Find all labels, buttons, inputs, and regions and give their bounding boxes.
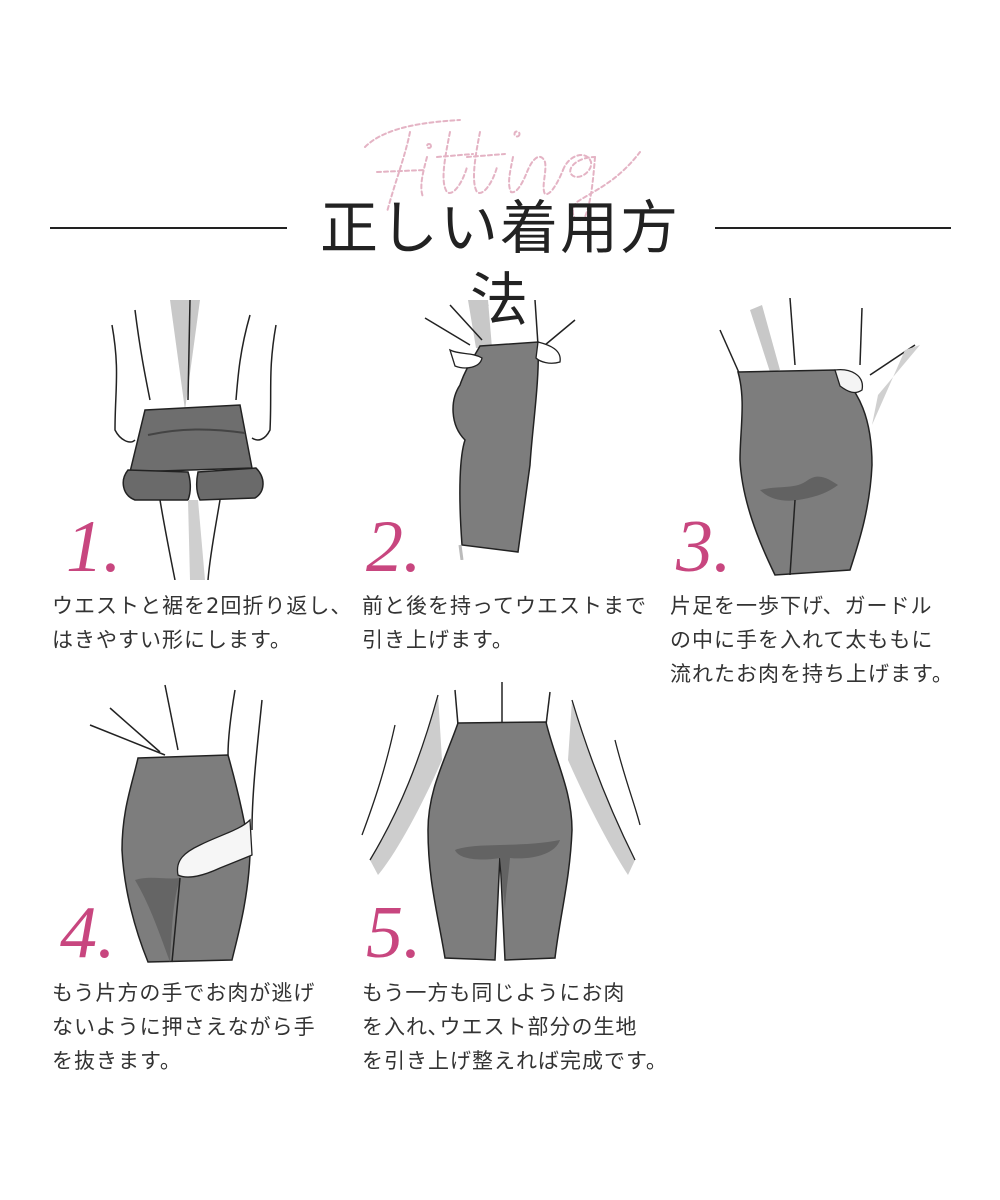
fitting-script-decoration bbox=[364, 119, 641, 222]
folded-shorts-illustration bbox=[111, 299, 277, 580]
step-description: もう一方も同じようにお肉 を入れ､ウエスト部分の生地 を引き上げ整えれば完成です… bbox=[362, 981, 668, 1073]
step-number: 4. bbox=[60, 892, 116, 974]
page-title: 正しい着用方法 bbox=[319, 194, 680, 334]
step-description: もう片方の手でお肉が逃げ ないように押さえながら手 を抜きます。 bbox=[52, 981, 316, 1073]
header-rule-left bbox=[50, 227, 287, 229]
step-number: 2. bbox=[366, 506, 422, 588]
step-description: ウエストと裾を2回折り返し、 はきやすい形にします。 bbox=[52, 594, 353, 652]
step-description: 前と後を持ってウエストまで 引き上げます。 bbox=[362, 594, 647, 652]
step-description: 片足を一歩下げ、ガードル の中に手を入れて太ももに 流れたお肉を持ち上げます。 bbox=[670, 594, 954, 686]
step-number: 5. bbox=[366, 892, 422, 974]
step-number: 1. bbox=[66, 506, 122, 588]
header-rule-right bbox=[715, 227, 951, 229]
hand-inside-girdle-illustration bbox=[719, 297, 920, 576]
pull-up-side-view-illustration bbox=[424, 299, 576, 560]
finished-front-view-illustration bbox=[361, 682, 641, 961]
hold-flesh-hand-illustration bbox=[89, 684, 263, 963]
step-number: 3. bbox=[676, 506, 732, 588]
